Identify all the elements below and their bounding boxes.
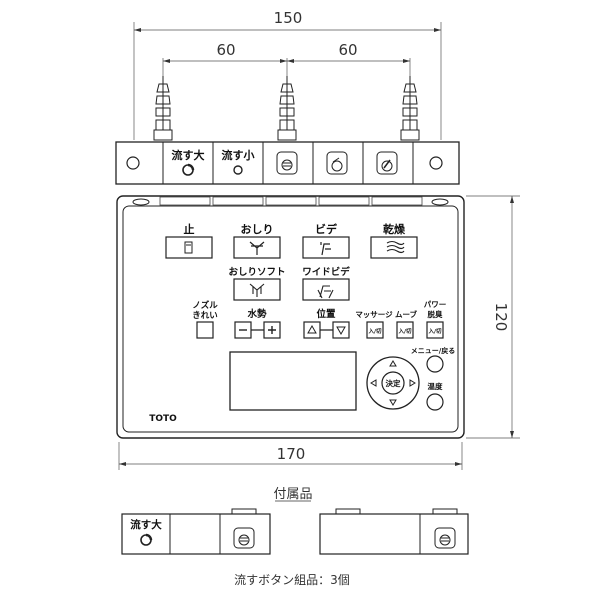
nozzle-clean-button[interactable]: ノズル きれい (192, 300, 218, 339)
nozzle-clean-label-2: きれい (192, 311, 218, 321)
position-down-button[interactable] (332, 321, 350, 339)
wide-bidet-button[interactable]: ワイドビデ (302, 266, 350, 301)
swirl-small-icon (233, 165, 243, 175)
accessory-lid-icon (233, 527, 255, 549)
menu-back-label: メニュー/戻る (411, 346, 456, 355)
nozzle-clean-label-1: ノズル (192, 300, 218, 311)
soft-wash-icon (249, 283, 265, 297)
water-pressure-label: 水勢 (247, 308, 267, 320)
accessory-swirl-icon (140, 533, 153, 546)
accessory-flush-large-label: 流す大 (130, 518, 162, 531)
front-wash-icon (320, 242, 331, 256)
seat-open-button[interactable] (376, 151, 398, 175)
dry-label: 乾燥 (383, 222, 406, 236)
dimension-150: 150 (274, 9, 303, 27)
screw-hole-left (126, 156, 140, 170)
power-deodorize-button[interactable]: パワー 脱臭 入/切 (424, 299, 447, 339)
accessory-set-right (319, 508, 469, 555)
oshiri-button[interactable]: おしり (233, 223, 281, 259)
flush-large-button[interactable]: 流す大 (172, 148, 205, 176)
accessories-note: 流すボタン組品：3個 (234, 573, 350, 587)
bidet-button[interactable]: ビデ (302, 222, 350, 259)
temperature-button[interactable]: 温度 (426, 381, 444, 411)
water-pressure-minus-button[interactable] (234, 321, 252, 339)
dpad[interactable]: 決定 (366, 356, 420, 410)
bidet-label: ビデ (315, 222, 338, 236)
dry-wind-icon (386, 240, 405, 254)
menu-back-button[interactable]: メニュー/戻る (411, 346, 456, 373)
dry-button[interactable]: 乾燥 (370, 222, 418, 259)
temperature-label: 温度 (428, 381, 443, 391)
dpad-down-icon[interactable] (389, 399, 397, 406)
swirl-large-icon (182, 163, 195, 176)
oshiri-soft-button[interactable]: おしりソフト (228, 267, 286, 301)
stop-button[interactable]: 止 (165, 222, 213, 259)
dpad-right-icon[interactable] (409, 379, 416, 387)
power-label-2: 脱臭 (428, 309, 443, 319)
massage-button[interactable]: マッサージ 入/切 (355, 310, 393, 339)
lid-open-button[interactable] (326, 151, 348, 175)
dimension-60-left: 60 (216, 41, 235, 59)
power-label-1: パワー (424, 299, 447, 309)
dimension-120: 120 (492, 303, 510, 332)
flush-large-label: 流す大 (172, 148, 205, 162)
rear-wash-icon (249, 241, 265, 255)
mounting-anchor-left (153, 76, 173, 141)
accessory-lid-icon-right (434, 527, 456, 549)
plus-icon (268, 326, 276, 334)
top-dimensions: 150 60 60 (133, 9, 442, 140)
lid-open-icon (331, 157, 343, 172)
wide-wash-icon (317, 285, 334, 299)
stop-icon (184, 241, 193, 254)
mounting-anchor-center (277, 76, 297, 141)
dpad-left-icon[interactable] (370, 379, 377, 387)
mounting-anchor-right (400, 76, 420, 141)
dimension-60-right: 60 (338, 41, 357, 59)
lid-close-icon (281, 159, 293, 171)
oshiri-soft-label: おしりソフト (228, 267, 285, 278)
flush-small-label: 流す小 (222, 148, 255, 162)
power-onoff-label: 入/切 (427, 328, 442, 335)
confirm-button[interactable]: 決定 (381, 371, 405, 395)
wide-bidet-label: ワイドビデ (302, 266, 350, 278)
triangle-down-icon (336, 326, 346, 336)
water-pressure-plus-button[interactable] (263, 321, 281, 339)
flush-small-button[interactable]: 流す小 (222, 148, 255, 175)
confirm-label: 決定 (386, 378, 401, 388)
massage-label: マッサージ (355, 310, 393, 319)
position-control: 位置 (303, 308, 350, 339)
screw-hole-right (429, 156, 443, 170)
position-up-button[interactable] (303, 321, 321, 339)
massage-onoff-label: 入/切 (367, 328, 382, 335)
move-button[interactable]: ムーブ 入/切 (395, 309, 418, 339)
body-dimensions: 170 120 (118, 195, 520, 470)
brand-logo: TOTO (149, 414, 177, 424)
accessories-title: 付属品 (273, 487, 312, 502)
dpad-up-icon[interactable] (389, 360, 397, 367)
oshiri-label: おしり (241, 223, 274, 236)
accessory-set-left: 流す大 (121, 508, 271, 555)
stop-label: 止 (184, 222, 195, 236)
lcd-display (229, 351, 357, 411)
water-pressure-control: 水勢 (234, 308, 281, 339)
seat-open-icon (381, 159, 393, 172)
position-label: 位置 (316, 308, 336, 320)
triangle-up-icon (307, 324, 317, 334)
lid-close-button[interactable] (276, 151, 298, 175)
move-onoff-label: 入/切 (397, 328, 412, 335)
move-label: ムーブ (395, 309, 418, 319)
dimension-170: 170 (277, 445, 306, 463)
